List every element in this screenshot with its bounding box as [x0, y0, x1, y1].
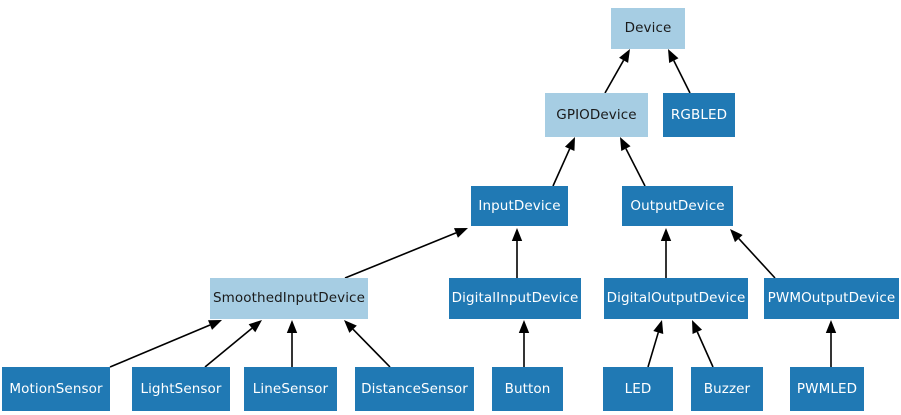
class-node-label: DigitalInputDevice [451, 290, 579, 307]
inheritance-arrowhead [511, 228, 523, 241]
class-node-rgbled[interactable]: RGBLED [663, 93, 735, 137]
inheritance-edge-line [604, 59, 625, 94]
inheritance-edge-line [552, 148, 571, 187]
class-node-pwmoutputdevice[interactable]: PWMOutputDevice [764, 278, 899, 319]
class-node-inputdevice[interactable]: InputDevice [471, 186, 568, 226]
inheritance-arrowhead [453, 228, 468, 238]
inheritance-edge-line [625, 148, 646, 187]
class-node-label: DistanceSensor [361, 380, 468, 397]
class-node-label: SmoothedInputDevice [213, 290, 365, 307]
class-node-smoothedinputdevice[interactable]: SmoothedInputDevice [210, 278, 368, 319]
class-node-label: Button [504, 380, 551, 397]
class-node-motionsensor[interactable]: MotionSensor [2, 367, 110, 411]
inheritance-edge-line [352, 328, 391, 368]
inheritance-arrowhead [620, 137, 631, 151]
class-node-label: MotionSensor [9, 380, 103, 397]
class-node-digitalinputdevice[interactable]: DigitalInputDevice [449, 278, 581, 319]
class-node-label: InputDevice [478, 197, 561, 214]
class-node-lightsensor[interactable]: LightSensor [132, 367, 230, 411]
class-node-label: DigitalOutputDevice [606, 290, 746, 307]
class-node-label: Buzzer [703, 380, 751, 397]
inheritance-arrowhead [730, 229, 743, 243]
inheritance-arrowhead [653, 320, 664, 334]
class-node-linesensor[interactable]: LineSensor [244, 367, 337, 411]
class-node-label: PWMOutputDevice [767, 290, 896, 307]
inheritance-edge-line [204, 327, 253, 368]
inheritance-edge-line [109, 324, 211, 368]
inheritance-arrowhead [248, 320, 262, 333]
inheritance-arrowhead [692, 320, 703, 334]
inheritance-arrowhead [825, 320, 837, 333]
class-node-label: OutputDevice [630, 197, 725, 214]
class-node-distancesensor[interactable]: DistanceSensor [355, 367, 474, 411]
inheritance-arrowhead [344, 320, 357, 333]
inheritance-edge-line [673, 60, 691, 94]
class-node-label: LineSensor [252, 380, 329, 397]
class-node-button[interactable]: Button [492, 367, 563, 411]
class-node-label: LED [624, 380, 652, 397]
class-node-outputdevice[interactable]: OutputDevice [622, 186, 733, 226]
class-node-gpiodevice[interactable]: GPIODevice [545, 93, 648, 137]
inheritance-edge-line [696, 331, 714, 368]
class-node-device[interactable]: Device [611, 8, 685, 49]
inheritance-arrowhead [518, 320, 530, 333]
inheritance-arrowhead [564, 137, 575, 151]
inheritance-arrowhead [208, 320, 222, 330]
inheritance-arrowhead [286, 320, 298, 333]
class-node-label: Device [624, 20, 672, 37]
class-node-label: RGBLED [670, 106, 728, 123]
class-node-digitaloutputdevice[interactable]: DigitalOutputDevice [604, 278, 748, 319]
class-node-pwmled[interactable]: PWMLED [790, 367, 864, 411]
inheritance-edge-line [647, 332, 660, 368]
class-node-led[interactable]: LED [603, 367, 673, 411]
class-node-buzzer[interactable]: Buzzer [691, 367, 763, 411]
inheritance-edge-line [344, 232, 457, 279]
inheritance-arrowhead [619, 49, 630, 63]
inheritance-edge-line [738, 238, 776, 279]
class-node-label: LightSensor [140, 380, 222, 397]
class-node-label: PWMLED [796, 380, 858, 397]
inheritance-arrowhead [668, 49, 679, 63]
class-node-label: GPIODevice [556, 106, 637, 123]
inheritance-arrowhead [660, 228, 672, 241]
